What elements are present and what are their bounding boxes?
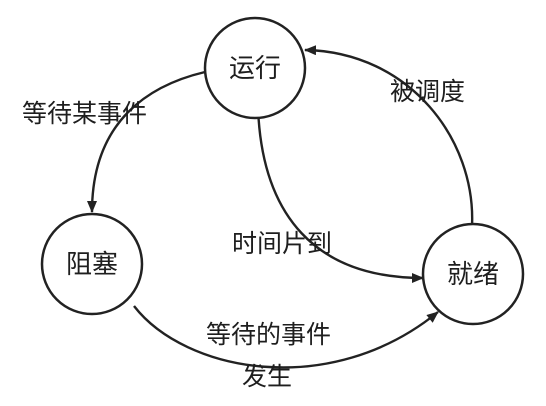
node-running-circle	[203, 16, 307, 120]
edge-running-to-ready	[256, 107, 424, 283]
node-blocked: 阻塞	[40, 212, 144, 316]
edge-label-scheduled: 被调度	[390, 77, 465, 106]
node-blocked-label: 阻塞	[66, 250, 118, 280]
node-ready-label: 就绪	[447, 260, 499, 290]
node-running: 运行	[203, 16, 307, 120]
node-ready: 就绪	[421, 222, 525, 326]
node-ready-circle	[421, 222, 525, 326]
edge-label-time-slice: 时间片到	[232, 229, 332, 258]
edge-ready-to-running	[304, 45, 474, 227]
node-blocked-circle	[40, 212, 144, 316]
edge-label-wait-event: 等待某事件	[22, 99, 147, 128]
edge-blocked-to-ready	[133, 305, 439, 369]
edge-label-event-occurred-line2: 发生	[242, 362, 292, 391]
edge-label-event-occurred-line1: 等待的事件	[206, 320, 331, 349]
edge-running-to-blocked	[87, 70, 206, 213]
node-running-label: 运行	[229, 54, 281, 84]
